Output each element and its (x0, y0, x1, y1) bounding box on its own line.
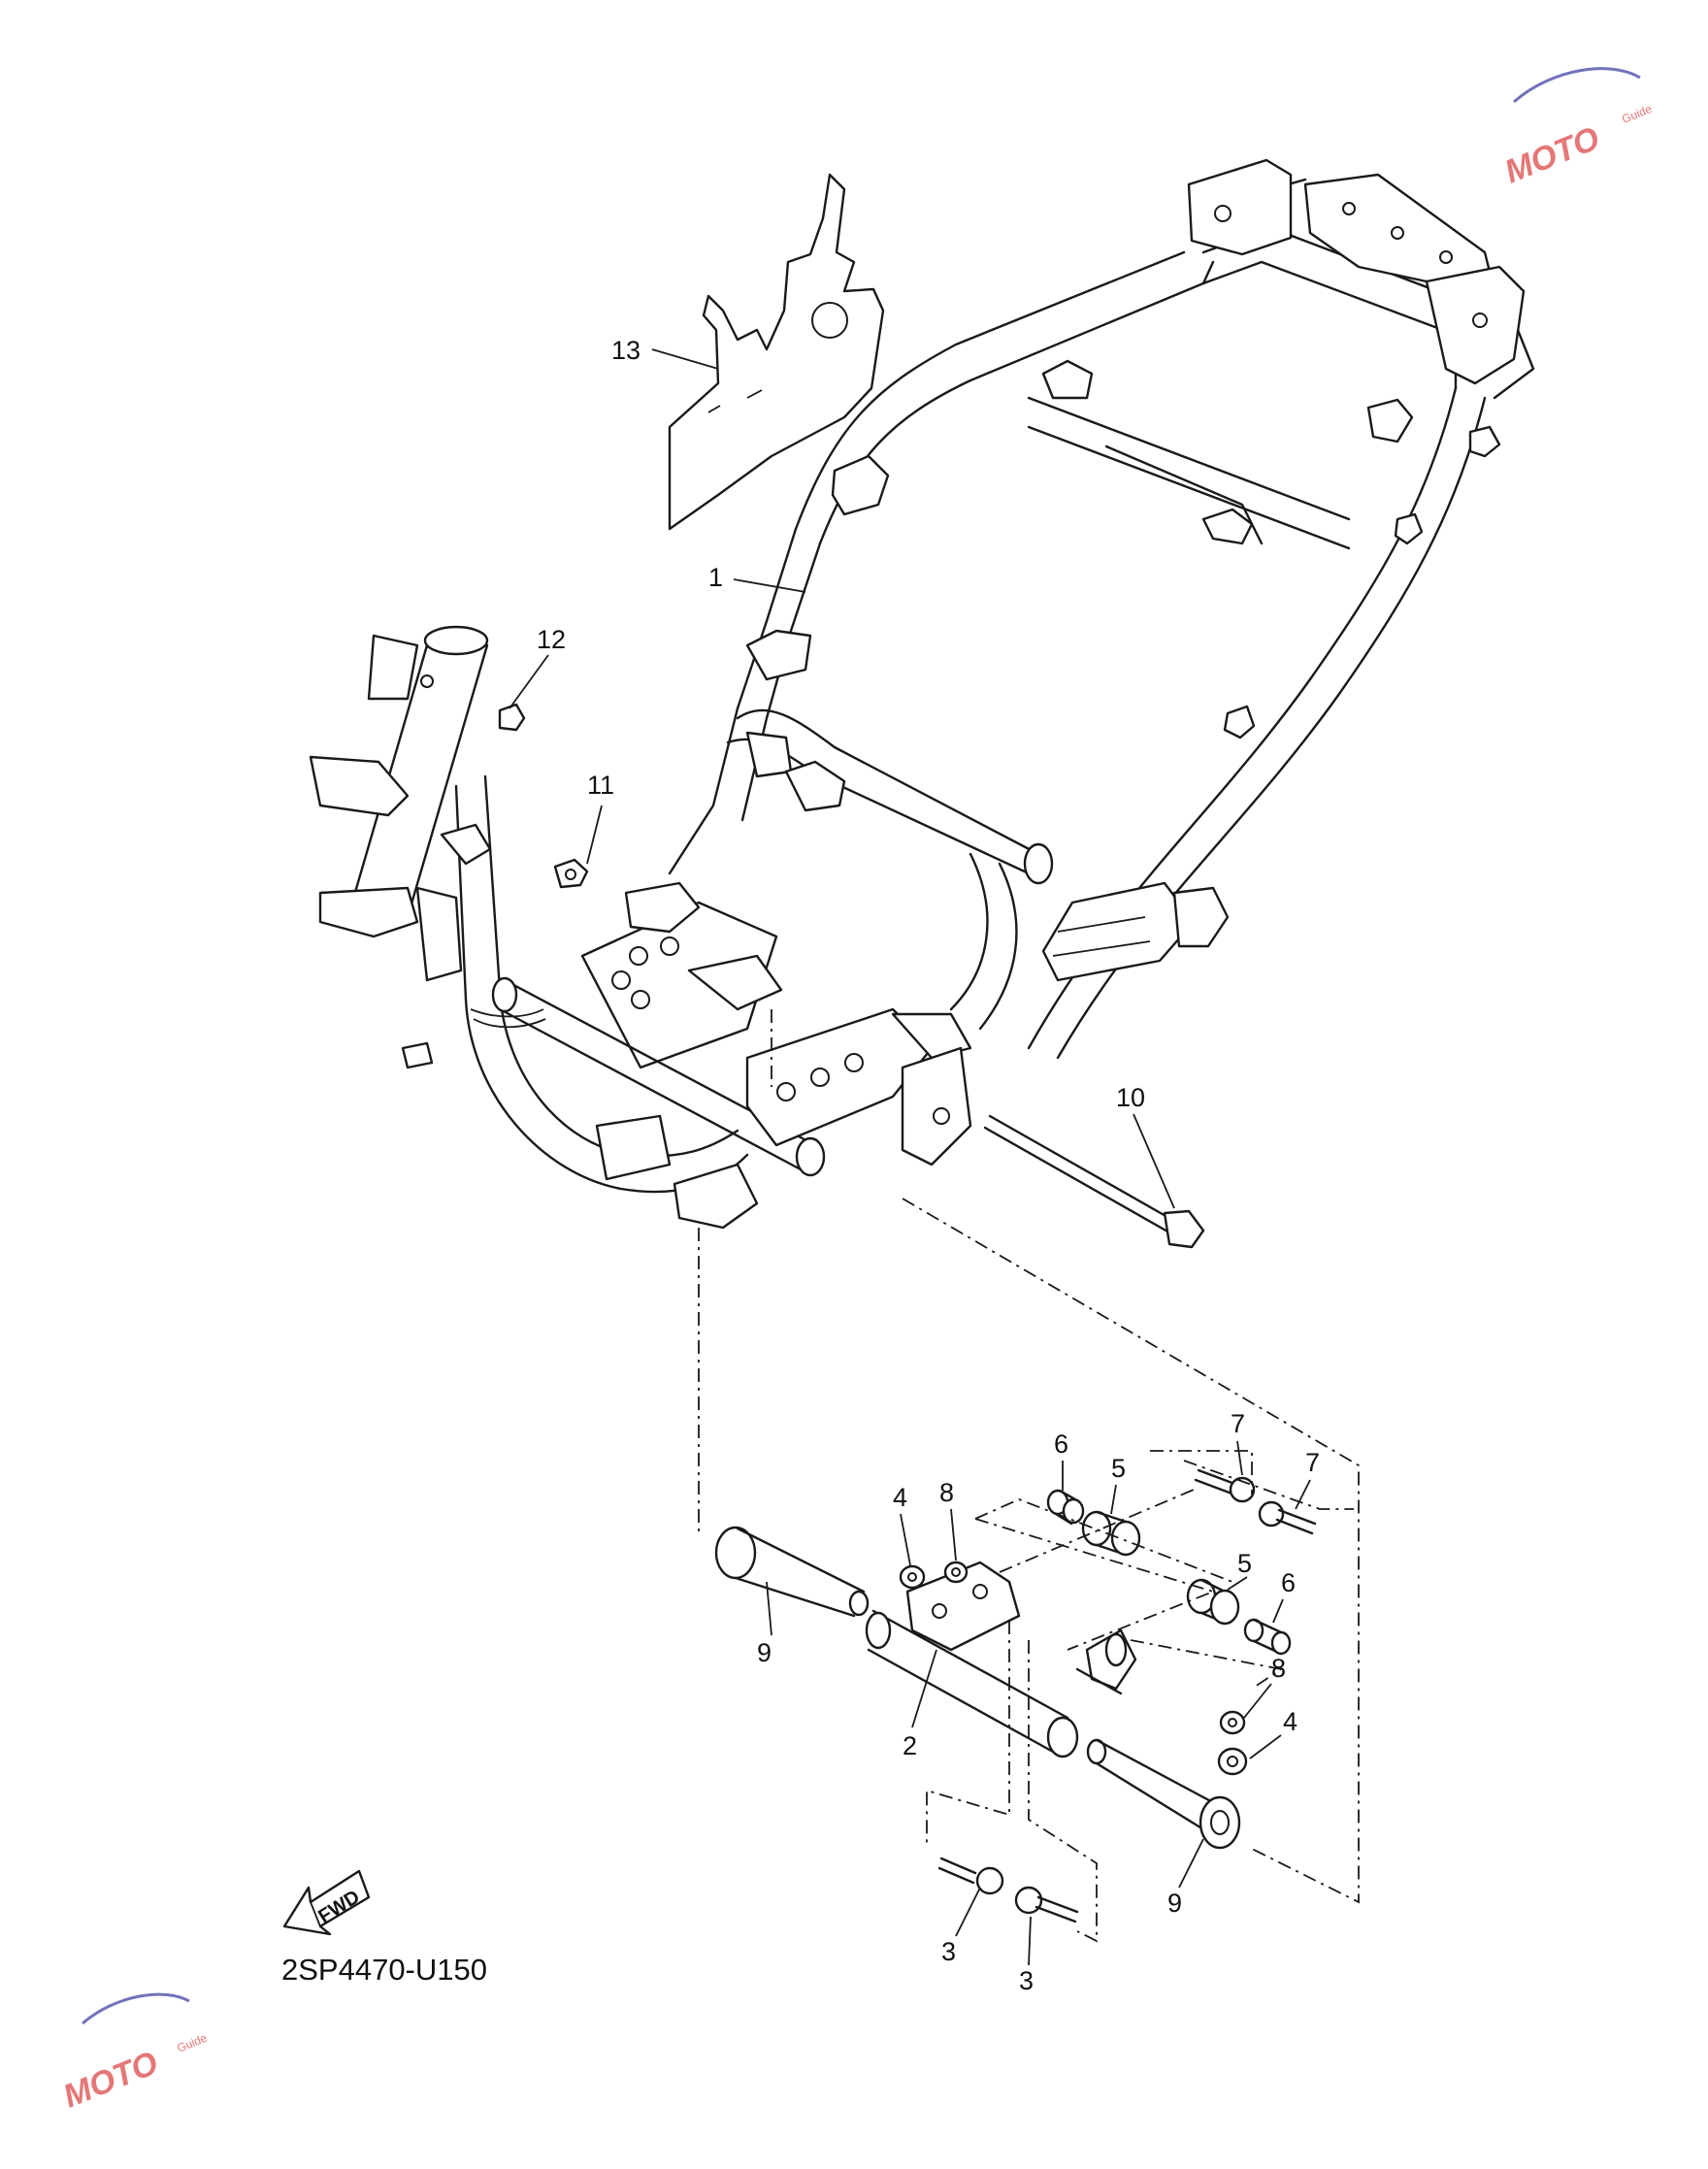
callout-7-right: 7 (1305, 1448, 1320, 1477)
callout-6-lower: 6 (1281, 1568, 1296, 1597)
callout-8-left: 8 (939, 1478, 954, 1507)
callout-4-left: 4 (893, 1483, 907, 1512)
callout-1: 1 (708, 563, 723, 592)
leader-lines (509, 348, 1311, 1966)
assembly-guide-lines (698, 1009, 1360, 1943)
part-8-nut-right (1219, 1710, 1246, 1735)
part-3-bolt-left (937, 1857, 1004, 1895)
callout-labels: 13 1 12 11 10 7 7 6 5 4 8 9 2 5 6 8 4 9 … (537, 336, 1320, 1995)
callout-2: 2 (903, 1731, 917, 1760)
callout-4-right: 4 (1283, 1707, 1297, 1736)
callout-12: 12 (537, 625, 566, 654)
main-frame (668, 158, 1535, 1060)
callout-5-lower: 5 (1237, 1549, 1252, 1578)
head-pipe (309, 625, 749, 1194)
watermark-top-right: MOTO Guide (1499, 67, 1654, 191)
callout-11: 11 (587, 771, 614, 800)
part-6-collar-upper (1046, 1489, 1085, 1526)
callout-10: 10 (1116, 1083, 1145, 1112)
part-5-bushing-upper (1081, 1510, 1141, 1557)
watermark-top-sub: Guide (1620, 102, 1654, 126)
part-7-bolt-left (1194, 1468, 1256, 1503)
part-7-bolt-right (1258, 1500, 1317, 1535)
watermark-top-text: MOTO (1499, 119, 1604, 190)
part-4-nut-right (1217, 1747, 1248, 1776)
part-9-collar-right (1086, 1738, 1241, 1850)
watermark-bottom-left: MOTO Guide (58, 1992, 210, 2116)
watermark-bottom-sub: Guide (175, 2031, 209, 2055)
callout-7-left: 7 (1231, 1409, 1245, 1438)
callout-5-upper: 5 (1111, 1454, 1126, 1483)
callout-3-right: 3 (1019, 1966, 1034, 1995)
part-8-nut-left (943, 1561, 969, 1584)
part-3-bolt-right (1014, 1886, 1079, 1923)
callout-3-left: 3 (941, 1937, 956, 1966)
part-4-nut-left (899, 1564, 926, 1590)
callout-8-right: 8 (1271, 1654, 1286, 1683)
engine-mount-bracket (491, 881, 972, 1230)
part-10-bolt (983, 1114, 1205, 1249)
part-code: 2SP4470-U150 (281, 1953, 487, 1987)
callout-9-right: 9 (1167, 1889, 1182, 1918)
part-11-nut (553, 858, 589, 889)
fwd-arrow-icon: FWD (282, 1869, 371, 1936)
callout-13: 13 (611, 336, 640, 365)
side-cover-plate (668, 173, 885, 531)
part-12-nut (498, 703, 526, 732)
part-2-engine-bracket (865, 1561, 1137, 1758)
watermark-bottom-text: MOTO (58, 2044, 163, 2115)
callout-6-upper: 6 (1054, 1430, 1068, 1459)
callout-9-left: 9 (757, 1638, 772, 1667)
part-6-collar-lower (1243, 1618, 1292, 1656)
part-9-collar-left (714, 1526, 870, 1618)
